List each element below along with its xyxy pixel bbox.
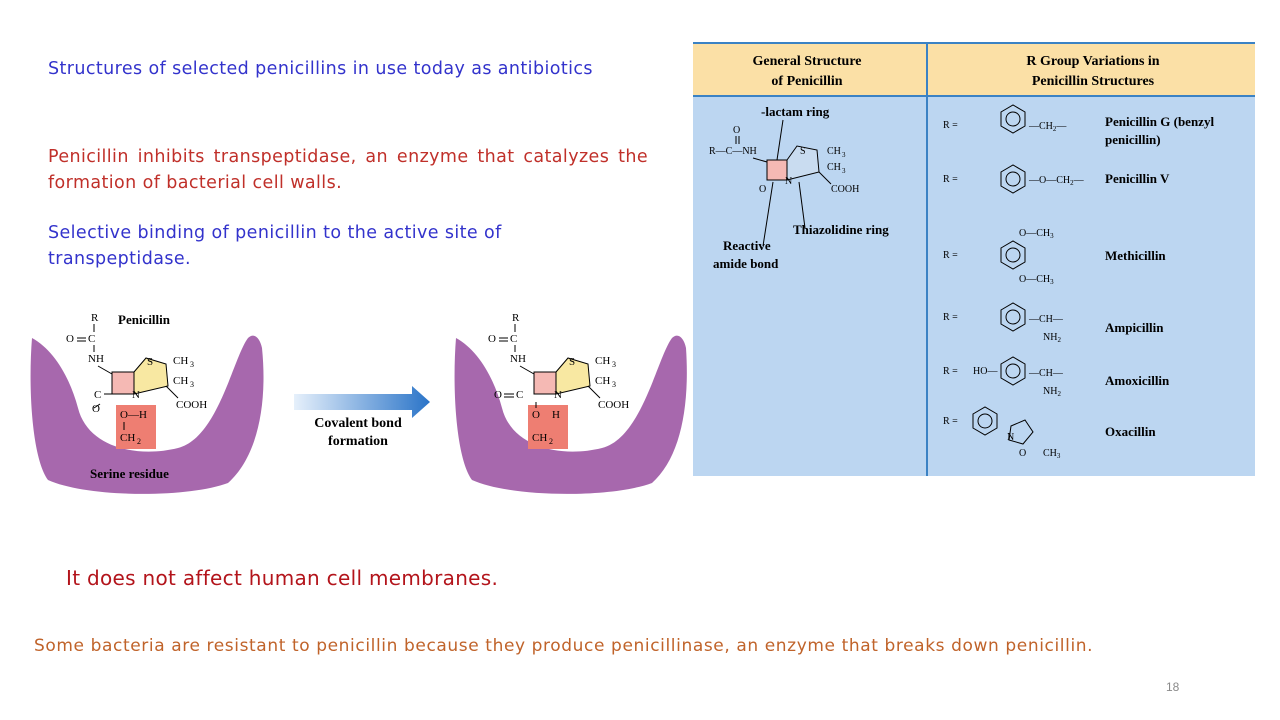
svg-text:C: C xyxy=(516,389,523,401)
svg-text:3: 3 xyxy=(190,360,194,369)
reactive-label-line1: Reactive xyxy=(723,238,771,253)
penicillin-table: General Structure of Penicillin R Group … xyxy=(693,42,1255,476)
arrow-label-line1: Covalent bond xyxy=(314,416,402,431)
svg-text:—CH—: —CH— xyxy=(1028,368,1064,379)
svg-text:O: O xyxy=(532,409,540,421)
svg-text:CH3: CH3 xyxy=(1043,448,1061,460)
r-prefix: R = xyxy=(943,312,958,323)
svg-text:CH: CH xyxy=(173,355,188,367)
thiazolidine-ring-label: Thiazolidine ring xyxy=(793,222,889,237)
svg-text:R—C—NH: R—C—NH xyxy=(709,146,757,157)
svg-text:NH: NH xyxy=(510,353,526,365)
row1-name-line2: penicillin) xyxy=(1105,132,1161,147)
svg-text:C: C xyxy=(88,333,95,345)
svg-text:3: 3 xyxy=(842,151,846,159)
svg-text:N: N xyxy=(785,176,792,187)
r-prefix: R = xyxy=(943,250,958,261)
svg-text:O: O xyxy=(759,184,766,195)
svg-text:O—CH3: O—CH3 xyxy=(1019,274,1054,286)
svg-text:HO—: HO— xyxy=(973,366,998,377)
svg-text:O: O xyxy=(488,333,496,345)
svg-text:CH: CH xyxy=(120,432,135,444)
reactive-label-line2: amide bond xyxy=(713,256,779,271)
row3-name: Methicillin xyxy=(1105,248,1166,263)
svg-text:O: O xyxy=(733,125,740,136)
inhibition-paragraph: Penicillin inhibits transpeptidase, an e… xyxy=(48,147,648,193)
svg-text:—CH—: —CH— xyxy=(1028,314,1064,325)
enzyme-pocket-left xyxy=(30,335,264,494)
r-prefix: R = xyxy=(943,366,958,377)
svg-text:COOH: COOH xyxy=(598,399,629,411)
r-prefix: R = xyxy=(943,416,958,427)
svg-text:CH: CH xyxy=(595,375,610,387)
row1-name-line1: Penicillin G (benzyl xyxy=(1105,114,1214,129)
row2-name: Penicillin V xyxy=(1105,171,1170,186)
svg-text:2: 2 xyxy=(137,437,141,446)
no-effect-statement: It does not affect human cell membranes. xyxy=(66,566,499,590)
svg-text:S: S xyxy=(147,356,153,368)
lactam-ring-label: -lactam ring xyxy=(761,104,830,119)
svg-text:R: R xyxy=(91,312,99,324)
svg-text:O: O xyxy=(1019,448,1026,459)
svg-text:CH: CH xyxy=(173,375,188,387)
arrow-label-line2: formation xyxy=(328,434,388,449)
header-general-structure-line2: of Penicillin xyxy=(771,74,842,89)
resistance-statement: Some bacteria are resistant to penicilli… xyxy=(34,636,1094,656)
row5-name: Amoxicillin xyxy=(1105,373,1170,388)
svg-text:NH2: NH2 xyxy=(1043,332,1061,344)
intro-heading: Structures of selected penicillins in us… xyxy=(48,59,593,79)
serine-residue-label: Serine residue xyxy=(90,466,169,481)
svg-text:3: 3 xyxy=(612,380,616,389)
row4-name: Ampicillin xyxy=(1105,320,1164,335)
svg-text:H: H xyxy=(552,409,560,421)
header-general-structure-line1: General Structure xyxy=(753,54,862,69)
header-r-group-line1: R Group Variations in xyxy=(1026,54,1159,69)
r-prefix: R = xyxy=(943,120,958,131)
svg-text:O: O xyxy=(66,333,74,345)
svg-text:S: S xyxy=(569,356,575,368)
svg-text:C: C xyxy=(94,389,101,401)
svg-text:3: 3 xyxy=(612,360,616,369)
svg-text:NH: NH xyxy=(88,353,104,365)
page-number: 18 xyxy=(1166,680,1180,694)
header-r-group-line2: Penicillin Structures xyxy=(1032,74,1155,89)
svg-text:N: N xyxy=(1007,432,1014,443)
svg-text:COOH: COOH xyxy=(176,399,207,411)
enzyme-pocket-right xyxy=(454,335,687,494)
svg-text:2: 2 xyxy=(549,437,553,446)
svg-text:O—CH3: O—CH3 xyxy=(1019,228,1054,240)
svg-text:N: N xyxy=(132,389,140,401)
svg-text:—O—CH2—: —O—CH2— xyxy=(1028,175,1085,187)
r-prefix: R = xyxy=(943,174,958,185)
svg-text:C: C xyxy=(510,333,517,345)
svg-text:3: 3 xyxy=(190,380,194,389)
row6-name: Oxacillin xyxy=(1105,424,1156,439)
svg-text:—CH2—: —CH2— xyxy=(1028,121,1067,133)
svg-text:COOH: COOH xyxy=(831,184,859,195)
svg-text:CH: CH xyxy=(532,432,547,444)
svg-text:3: 3 xyxy=(842,167,846,175)
svg-text:R: R xyxy=(512,312,520,324)
svg-text:S: S xyxy=(800,146,806,157)
svg-text:CH: CH xyxy=(827,146,841,157)
svg-text:O: O xyxy=(92,403,100,415)
reaction-arrow xyxy=(294,386,430,418)
svg-text:O—H: O—H xyxy=(120,409,147,421)
svg-text:CH: CH xyxy=(827,162,841,173)
penicillin-label: Penicillin xyxy=(118,312,171,327)
svg-text:CH: CH xyxy=(595,355,610,367)
svg-text:N: N xyxy=(554,389,562,401)
svg-text:NH2: NH2 xyxy=(1043,386,1061,398)
binding-paragraph: Selective binding of penicillin to the a… xyxy=(48,223,502,269)
svg-text:O: O xyxy=(494,389,502,401)
